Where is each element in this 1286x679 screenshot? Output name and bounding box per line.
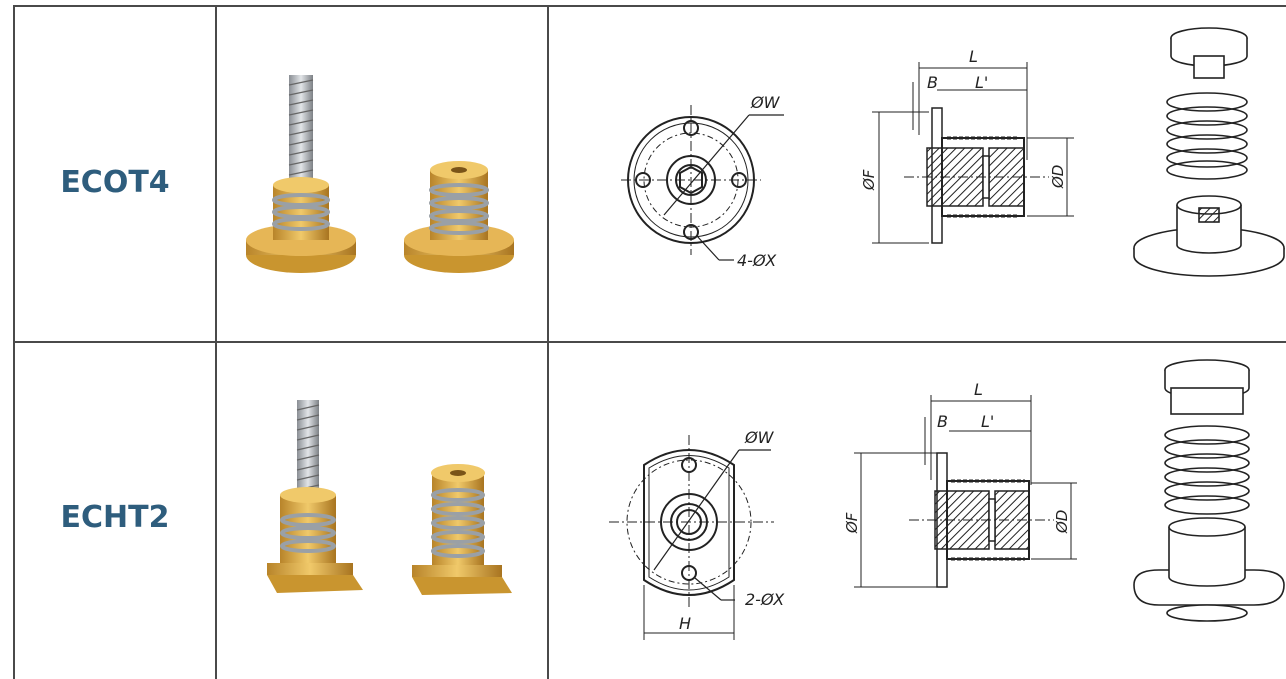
label-body-diameter: ØD [1049, 165, 1067, 189]
label-holes: 2-ØX [745, 590, 785, 609]
label-flat-width: H [679, 614, 691, 633]
product-photo-echt2 [267, 400, 512, 595]
label-flange-diameter: ØF [843, 512, 861, 534]
nut-standalone [404, 161, 514, 273]
label-length: L [974, 380, 983, 399]
label-length: L [969, 47, 978, 66]
front-view-round-flange [621, 105, 784, 261]
label-bolt-circle: ØW [744, 428, 775, 447]
product-photo-ecot4 [246, 75, 514, 273]
exploded-view [1133, 27, 1285, 277]
technical-drawing-ecot4: ØW 4-ØX L B [621, 27, 1285, 277]
label-thread-length: L' [975, 73, 988, 92]
table-left-border [13, 5, 15, 679]
model-name-echt2: ECHT2 [60, 500, 170, 535]
label-flange-thickness: B [937, 412, 948, 431]
label-thread-length: L' [981, 412, 994, 431]
exploded-view [1133, 359, 1285, 622]
technical-drawing-echt2: ØW 2-ØX H L B [609, 359, 1285, 640]
label-flange-diameter: ØF [860, 169, 878, 191]
section-view [854, 395, 1077, 588]
label-holes: 4-ØX [737, 251, 777, 270]
table-top-border [13, 5, 1286, 7]
label-body-diameter: ØD [1053, 510, 1071, 534]
nut-with-screw [246, 75, 356, 273]
model-name-ecot4: ECOT4 [60, 165, 170, 200]
nut-with-screw [267, 400, 363, 593]
column-divider-1 [215, 5, 217, 679]
nut-standalone [412, 464, 512, 595]
row-divider [13, 341, 1286, 343]
label-bolt-circle: ØW [750, 93, 781, 112]
section-view [872, 62, 1074, 244]
column-divider-2 [547, 5, 549, 679]
label-flange-thickness: B [927, 73, 938, 92]
front-view-double-flat-flange [609, 435, 774, 640]
